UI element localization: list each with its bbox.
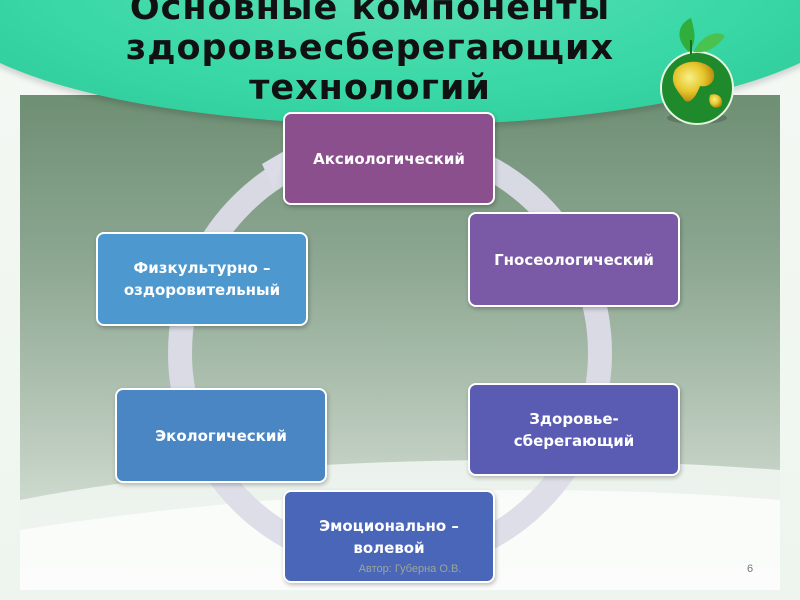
globe-icon: [660, 18, 734, 125]
component-aksiologicheskiy: Аксиологический: [283, 112, 495, 205]
component-emotsionalno-volevoy: Эмоционально – волевой: [283, 490, 495, 583]
author-footer: Автор: Губерна О.В.: [358, 563, 462, 575]
component-zdorovyesberegayushchiy: Здоровье- сберегающий: [468, 383, 680, 476]
component-gnoseologicheskiy: Гносеологический: [468, 212, 680, 307]
slide-title: Основные компоненты здоровьесберегающих …: [125, 0, 615, 108]
component-ekologicheskiy: Экологический: [115, 388, 327, 483]
page-number: 6: [746, 563, 754, 575]
component-fizkulturno-ozdorovitelnyy: Физкультурно – оздоровительный: [96, 232, 308, 326]
leaves-icon: [679, 18, 725, 54]
